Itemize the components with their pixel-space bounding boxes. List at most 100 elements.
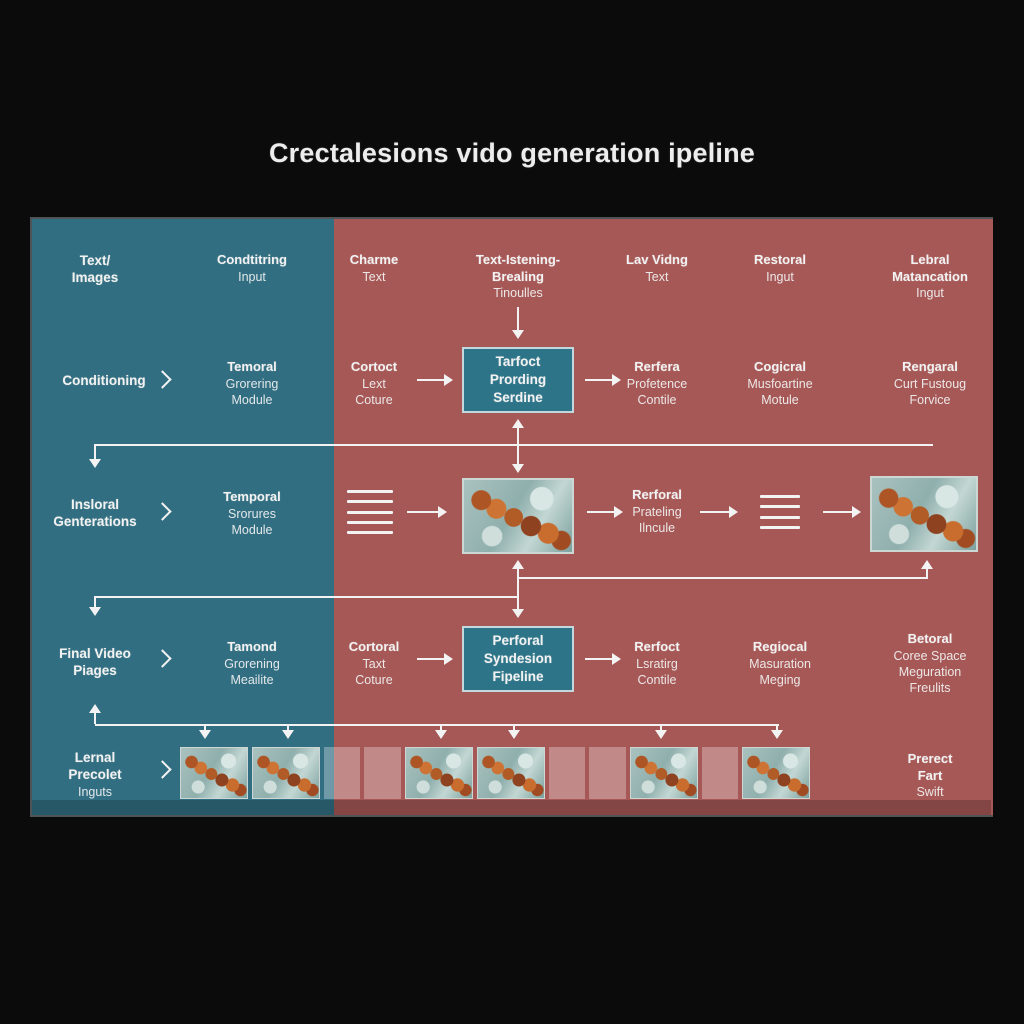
latent-lines-icon [347,490,393,534]
filmstrip-placeholder [701,747,739,799]
node-sublabel: Coree Space Meguration Freulits [893,648,967,695]
node-lav-vidng: Lav Vidng Text [597,252,717,285]
node-sublabel: Ingut [916,286,944,301]
node-cogicral-motule: Cogicral Musfoartine Motule [720,359,840,408]
node-label: Cortoct [350,359,398,374]
pipeline-box-prording: Tarfoct Prording Serdine [462,347,574,413]
diagram-bottom-shading [32,800,991,815]
node-sublabel: Srorures Module [228,506,276,537]
arrow-down-icon [89,444,101,468]
node-label: Tamond [227,639,277,654]
node-sublabel: Ingut [766,269,794,284]
node-sublabel: Tinoulles [493,286,543,301]
node-label: Rerforal [632,487,682,502]
filmstrip-frame [476,747,545,799]
node-cortoct-lext: Cortoct Lext Coture [314,359,434,408]
node-label: Lernal Precolet [68,750,122,783]
node-sublabel: Prateling Ilncule [632,504,682,535]
node-label: Final Video Piages [59,646,131,679]
node-lernal-inguts: Lernal Precolet Inguts [35,749,155,800]
arrow-right-icon [417,653,453,665]
node-conditioning: Conditioning [42,372,166,389]
frame-thumbnail [462,478,574,554]
node-label: Restoral [753,252,807,267]
arrow-right-icon [587,506,623,518]
pipeline-box-syndesion: Perforal Syndesion Fipeline [462,626,574,692]
node-sublabel: Inguts [77,784,113,799]
filmstrip-placeholder [589,747,626,799]
node-label: Temporal [223,489,281,504]
node-sublabel: Curt Fustoug Forvice [893,376,967,407]
frame-thumbnail [870,476,978,552]
node-label: Rengaral [902,359,958,374]
connector-hline [95,724,779,726]
filmstrip-placeholder [364,747,401,799]
node-label: Rerfoct [634,639,680,654]
node-label: Cortoral [348,639,400,654]
connector-hline [518,577,928,579]
node-label: Prerect Fart [907,751,953,783]
node-label: Insloral Genterations [53,497,137,530]
node-sublabel: Lsratirg Contile [636,656,678,687]
node-label: Condtitring [216,252,288,267]
arrow-down-icon [435,724,447,739]
box-label: Perforal Syndesion Fipeline [483,632,553,685]
filmstrip-frame [251,747,320,799]
node-regiocal-meging: Regiocal Masuration Meging [720,639,840,688]
node-rengaral-forvice: Rengaral Curt Fustoug Forvice [865,359,995,408]
arrow-up-icon [89,704,101,724]
node-label: Rerfera [634,359,680,374]
node-label: Conditioning [62,373,146,388]
node-sublabel: Grorening Meailite [224,656,280,687]
node-rerfera-contile: Rerfera Profetence Contile [597,359,717,408]
node-charme-text: Charme Text [314,252,434,285]
conditioning-panel [32,219,334,815]
node-label: Charme [349,252,399,267]
page-title: Crectalesions vido generation ipeline [268,138,756,168]
node-sublabel: Musfoartine Motule [747,376,813,407]
arrow-right-icon [407,506,447,518]
filmstrip-frame [742,747,810,799]
node-sublabel: Swift [916,785,944,800]
node-text-istening: Text-Istening- Brealing Tinoulles [458,252,578,301]
node-cortoral-coture: Cortoral Taxt Coture [314,639,434,688]
arrow-down-icon [771,724,783,739]
node-final-video-piages: Final Video Piages [35,645,155,680]
node-label: Temoral [227,359,277,374]
node-lebral-matancation: Lebral Matancation Ingut [870,252,990,301]
node-sublabel: Profetence Contile [626,376,688,407]
arrow-right-icon [585,374,621,386]
filmstrip [180,747,810,799]
arrow-down-icon [199,724,211,739]
arrow-right-icon [700,506,738,518]
arrow-right-icon [823,506,861,518]
arrow-down-icon [655,724,667,739]
node-label: Regiocal [752,639,808,654]
node-label: Text-Istening- Brealing [475,252,561,284]
filmstrip-frame [180,747,248,799]
node-text-images: Text/ Images [35,252,155,287]
node-insloral-genterations: Insloral Genterations [35,496,155,531]
arrow-updown-icon [512,560,524,618]
node-temporal-module: Temporal Srorures Module [192,489,312,538]
node-betoral-freulits: Betoral Coree Space Meguration Freulits [870,631,990,696]
filmstrip-placeholder [323,747,361,799]
arrow-down-icon [508,724,520,739]
box-label: Tarfoct Prording Serdine [489,353,547,406]
node-rerfoct-contile: Rerfoct Lsratirg Contile [597,639,717,688]
node-tamond-meailite: Tamond Grorening Meailite [192,639,312,688]
arrow-down-icon [512,307,524,339]
arrow-down-icon [89,596,101,616]
node-label: Text/ Images [71,253,119,286]
filmstrip-frame [629,747,698,799]
arrow-updown-icon [512,419,524,473]
node-rerforal-ilncule: Rerforal Prateling Ilncule [597,487,717,536]
node-sublabel: Lext Coture [355,376,393,407]
node-conditioning-input: Condtitring Input [192,252,312,285]
filmstrip-frame [404,747,473,799]
node-prerect-fart-swift: Prerect Fart Swift [870,751,990,800]
connector-hline [95,596,518,598]
node-label: Lebral Matancation [892,252,968,284]
filmstrip-placeholder [548,747,586,799]
